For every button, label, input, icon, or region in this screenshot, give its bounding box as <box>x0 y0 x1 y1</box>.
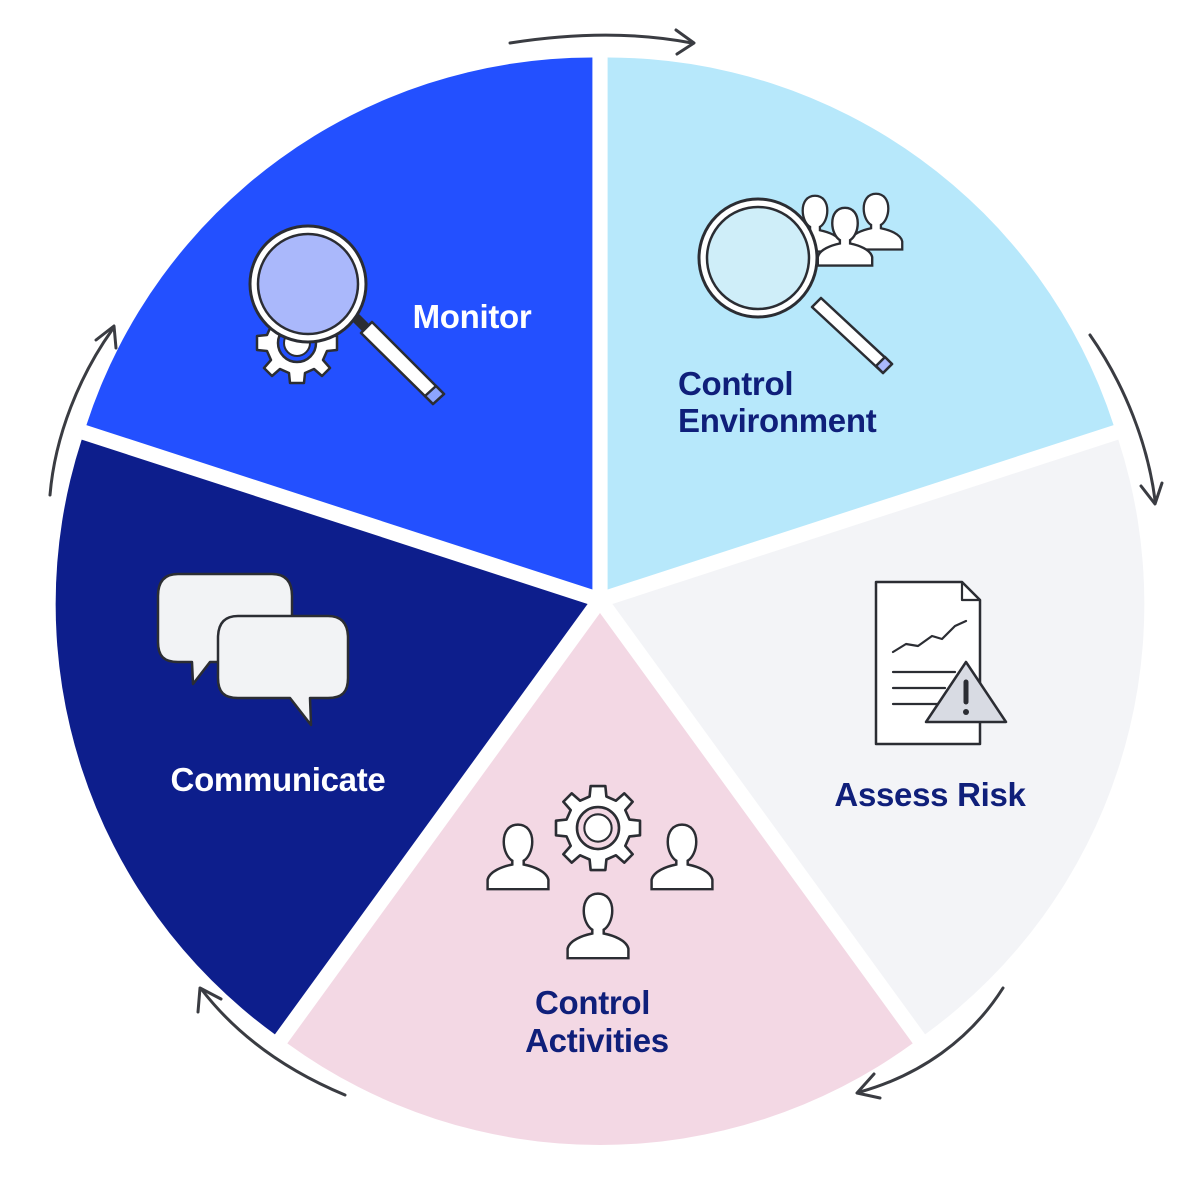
label-control-activities-line-1: Control <box>535 984 650 1021</box>
label-monitor: Monitor <box>413 298 532 335</box>
segment-control-activities <box>287 613 913 1146</box>
magnifier-people-icon <box>697 192 904 375</box>
cycle-arrow-top <box>508 28 696 56</box>
label-communicate: Communicate <box>171 761 386 798</box>
label-assess-risk-line-1: Assess Risk <box>834 776 1026 813</box>
label-assess-risk: Assess Risk <box>834 776 1026 813</box>
label-control-environment-line-1: Control <box>678 365 793 402</box>
cycle-arrow-bottom-right <box>855 986 1005 1100</box>
label-communicate-line-1: Communicate <box>171 761 386 798</box>
cycle-arrow-bottom-left <box>196 986 347 1097</box>
label-monitor-line-1: Monitor <box>413 298 532 335</box>
speech-bubbles-icon <box>156 572 350 727</box>
label-control-activities: Control Activities <box>525 984 669 1059</box>
gear-people-icon <box>486 784 714 960</box>
cycle-arrow-left <box>48 324 118 497</box>
magnifier-gear-icon <box>248 224 446 406</box>
label-control-environment-line-2: Environment <box>678 402 877 439</box>
label-control-environment: Control Environment <box>678 365 877 439</box>
document-warning-icon <box>874 580 1008 746</box>
cycle-arrows <box>48 28 1164 1100</box>
label-control-activities-line-2: Activities <box>525 1022 669 1059</box>
segment-control-environment <box>607 57 1114 590</box>
cycle-arrow-right <box>1088 333 1164 506</box>
